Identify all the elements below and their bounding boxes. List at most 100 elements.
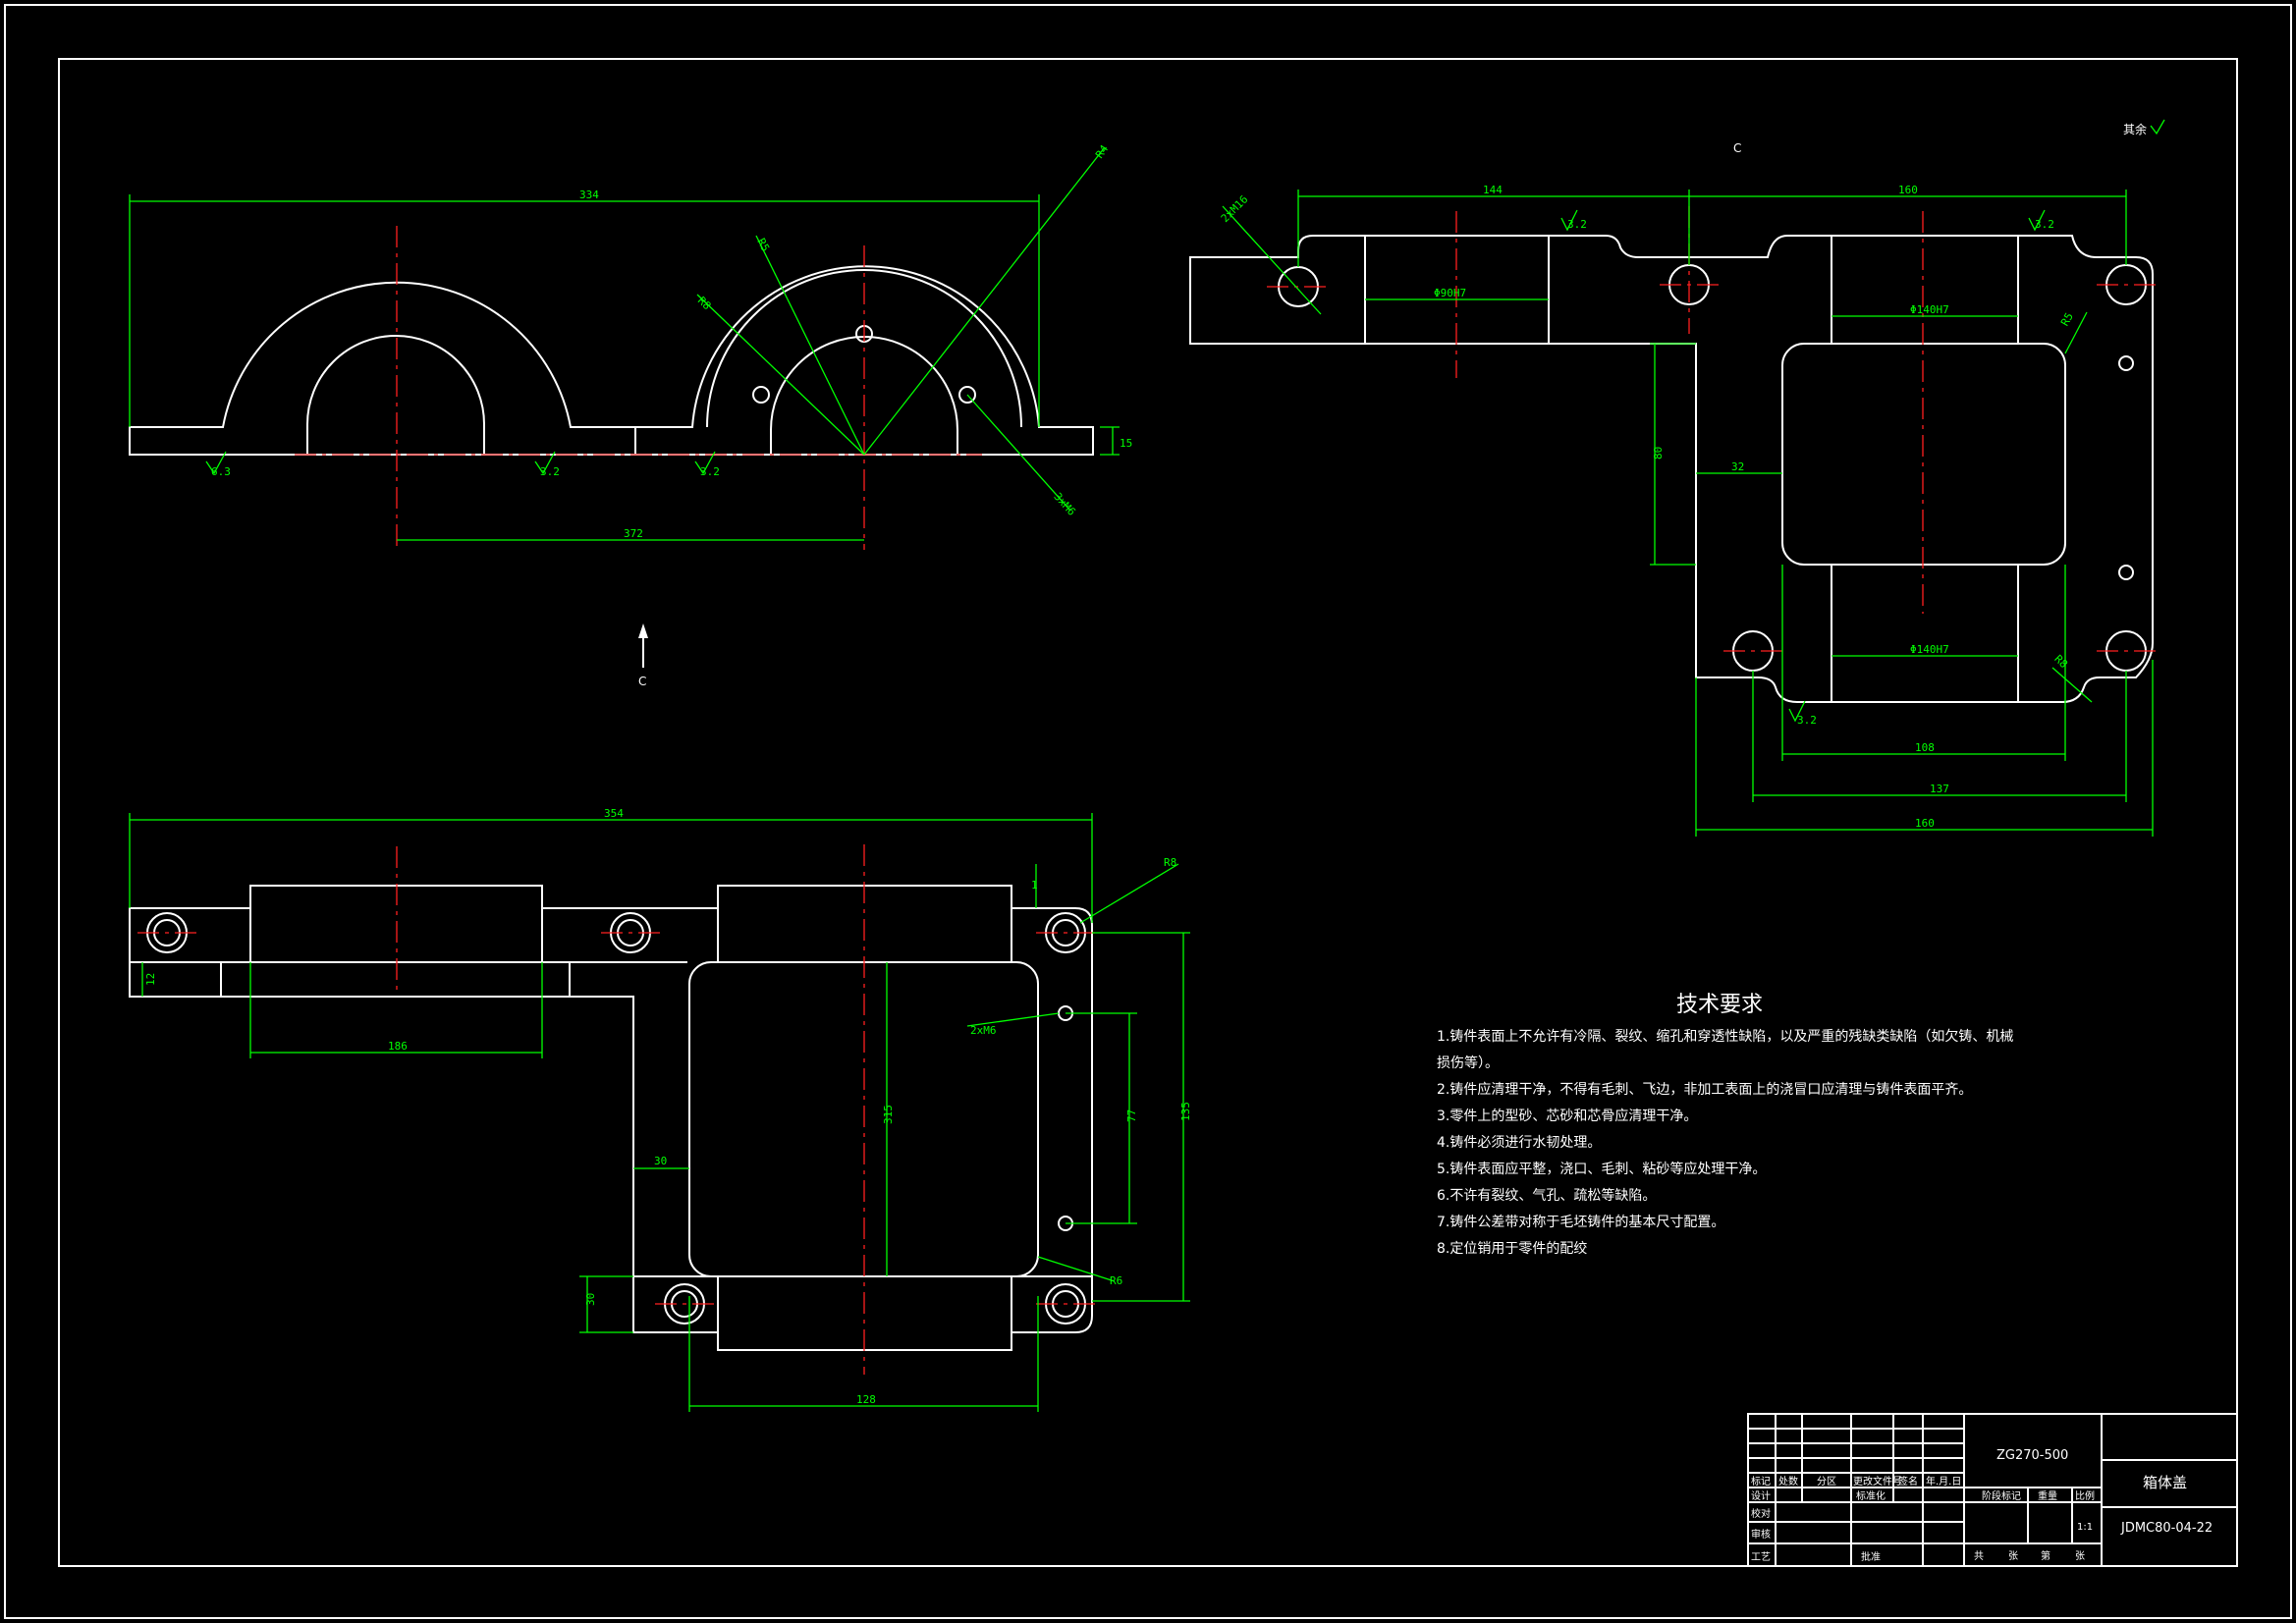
dim-bore1: Φ90H7: [1434, 287, 1466, 299]
roughness-symbol: [2150, 119, 2165, 135]
dim-h77: 77: [1125, 1109, 1138, 1122]
leader: [966, 1012, 1060, 1027]
tb-sheet: 第: [2041, 1549, 2050, 1562]
dim-holes: 2xM6: [970, 1024, 997, 1037]
dim-w137: 137: [1930, 783, 1949, 795]
dim-overall: 354: [604, 807, 624, 820]
arrow-head: [638, 623, 648, 638]
tb-sheet: 张: [2008, 1550, 2018, 1562]
technical-notes: 技术要求 1.铸件表面上不允许有冷隔、裂纹、缩孔和穿透性缺陷，以及严重的残缺类缺…: [1437, 993, 2013, 1257]
dim-height: 15: [1120, 437, 1132, 450]
side-view: 144 160 Φ90H7 Φ140H7 Φ140H7 80 32 108 13…: [1189, 184, 2156, 837]
dim-w160: 160: [1915, 817, 1935, 830]
dim-w: 32: [1731, 460, 1744, 473]
dim-w128: 128: [856, 1393, 876, 1406]
dim-t1: 1: [1031, 879, 1038, 892]
dim-h: 80: [1652, 447, 1665, 460]
side-outline: [1189, 235, 2154, 703]
leader: [755, 235, 865, 456]
scale: 1:1: [2077, 1522, 2093, 1533]
tb-ratio: 比例: [2075, 1489, 2095, 1502]
tb-header: 处数: [1778, 1475, 1798, 1488]
drawing-number: JDMC80-04-22: [2120, 1521, 2213, 1536]
title-block: 标记 处数 分区 更改文件号 签名 年.月.日 设计 校对 审核 工艺 标准化 …: [1747, 1413, 2238, 1567]
tb-stage: 阶段标记: [1982, 1489, 2021, 1502]
dim-center: 372: [624, 527, 643, 540]
tb-header: 标记: [1751, 1476, 1771, 1488]
view-arrow: C C 其余: [638, 119, 2165, 688]
dim-bore2: Φ140H7: [1910, 303, 1949, 316]
dim-b: 160: [1898, 184, 1918, 196]
tb-row: 设计: [1751, 1489, 1771, 1502]
inner-ring-arc: [706, 269, 1022, 428]
tb-weight: 重量: [2038, 1489, 2057, 1502]
dim-r15: R5: [2058, 310, 2076, 328]
left-bore-arc: [306, 335, 485, 455]
tb-std: 标准化: [1856, 1489, 1886, 1502]
tb-row: 审核: [1751, 1528, 1771, 1541]
tb-header: 更改文件号: [1853, 1475, 1902, 1488]
note-line: 损伤等）。: [1437, 1055, 1499, 1071]
top-view: 354 186 30 30 12 1 315 77 135 128 R8 R6 …: [129, 807, 1192, 1412]
note-line: 5.铸件表面应平整，浇口、毛刺、粘砂等应处理干净。: [1437, 1161, 1766, 1177]
dim-t12: 12: [144, 973, 157, 986]
pin-hole: [2118, 565, 2134, 580]
roughness-symbol: [534, 451, 556, 475]
roughness: 6.3: [211, 465, 231, 478]
part-name: 箱体盖: [2143, 1474, 2187, 1491]
leader: [863, 146, 1106, 456]
note-line: 8.定位销用于零件的配绞: [1437, 1240, 1587, 1257]
tb-row: 校对: [1751, 1507, 1771, 1520]
roughness: 3.2: [2035, 218, 2054, 231]
inner-frame: [58, 58, 2238, 1567]
note-line: 6.不许有裂纹、气孔、疏松等缺陷。: [1437, 1187, 1656, 1204]
leader: [1079, 863, 1179, 924]
right-half-cap: [635, 265, 1094, 456]
dim-r3: R8: [695, 295, 714, 313]
front-view: 334 372 R4 R5 R8 3xM6 15 6.3 3.2 3.2: [129, 142, 1132, 550]
roughness: 3.2: [1567, 218, 1587, 231]
dim-r8: R8: [2051, 653, 2070, 672]
section-label: C: [1733, 141, 1741, 155]
material: ZG270-500: [1996, 1448, 2068, 1463]
pin-hole: [2118, 355, 2134, 371]
left-half-cap: [129, 281, 636, 456]
outer-border: [4, 4, 2292, 1619]
roughness-symbol: [2028, 209, 2046, 232]
note-line: 1.铸件表面上不允许有冷隔、裂纹、缩孔和穿透性缺陷，以及严重的残缺类缺陷（如欠铸…: [1437, 1029, 2013, 1045]
roughness-symbol: [1560, 209, 1578, 232]
note-line: 7.铸件公差带对称于毛坯铸件的基本尺寸配置。: [1437, 1214, 1724, 1230]
notes-title: 技术要求: [1676, 993, 1763, 1017]
tb-header: 签名: [1898, 1475, 1918, 1488]
roughness-symbol: [1788, 700, 1806, 723]
note-line: 3.零件上的型砂、芯砂和芯骨应清理干净。: [1437, 1108, 1697, 1124]
note-line: 2.铸件应清理干净，不得有毛刺、飞边，非加工表面上的浇冒口应清理与铸件表面平齐。: [1437, 1081, 1972, 1098]
bolt-hole-left: [752, 386, 770, 404]
dim-r6: R6: [1110, 1274, 1122, 1287]
roughness-symbol: [205, 451, 227, 475]
dim-overall: 334: [579, 189, 599, 201]
arrow-label: C: [638, 675, 646, 688]
roughness: 3.2: [540, 465, 560, 478]
roughness-symbol: [694, 451, 716, 475]
tb-row: 工艺: [1751, 1551, 1771, 1563]
dim-hole: 3xM6: [1051, 490, 1077, 517]
dim-a: 144: [1483, 184, 1503, 196]
leader: [2064, 311, 2088, 354]
dim-d2: 30: [584, 1293, 597, 1306]
dim-w108: 108: [1915, 741, 1935, 754]
tb-approve: 批准: [1861, 1550, 1881, 1563]
note-line: 4.铸件必须进行水韧处理。: [1437, 1135, 1601, 1151]
leader: [1037, 1256, 1116, 1282]
dim-d1: 30: [654, 1155, 667, 1167]
tb-header: 分区: [1817, 1476, 1836, 1488]
side-window: [1781, 343, 2066, 566]
dim-h315: 315: [882, 1105, 895, 1124]
dim-r2: R5: [754, 237, 772, 254]
dim-r8: R8: [1164, 856, 1176, 869]
leader: [966, 394, 1071, 512]
corner-note: 其余: [2123, 122, 2147, 136]
tb-sheet: 张: [2075, 1550, 2085, 1562]
top-outline: [129, 885, 1093, 1351]
